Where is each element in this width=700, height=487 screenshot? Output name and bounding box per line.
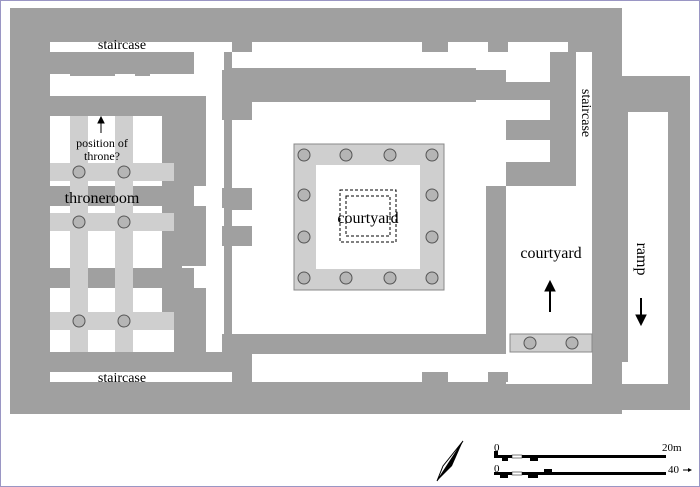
label-position-of: position of bbox=[76, 136, 128, 150]
wall-details bbox=[50, 42, 622, 384]
north-arrow-icon bbox=[436, 440, 464, 482]
courtyard-columns bbox=[297, 148, 439, 285]
throneroom-columns bbox=[72, 165, 131, 328]
label-staircase-top: staircase bbox=[98, 38, 146, 53]
column bbox=[117, 165, 131, 179]
scale-bar-20m: 0 20m bbox=[494, 442, 682, 461]
label-courtyard-center: courtyard bbox=[337, 210, 398, 227]
right-portico bbox=[509, 333, 593, 353]
column bbox=[117, 215, 131, 229]
label-throneroom: throneroom bbox=[65, 190, 140, 207]
altar-inner bbox=[345, 195, 391, 237]
label-staircase-right: staircase bbox=[578, 89, 593, 137]
scale-twenty: 20m bbox=[662, 442, 682, 454]
altar-outer bbox=[339, 189, 397, 243]
label-throne: throne? bbox=[84, 149, 120, 163]
scale-zero-bottom: 0 bbox=[494, 463, 500, 475]
column bbox=[72, 165, 86, 179]
column bbox=[72, 314, 86, 328]
scale-bar-40: 0 40 bbox=[494, 463, 692, 478]
central-courtyard bbox=[293, 143, 445, 291]
column bbox=[72, 215, 86, 229]
column bbox=[117, 314, 131, 328]
label-ramp: ramp bbox=[633, 243, 650, 276]
label-staircase-bottom: staircase bbox=[98, 371, 146, 386]
scale-forty: 40 bbox=[668, 464, 680, 476]
label-courtyard-right: courtyard bbox=[520, 245, 581, 262]
direction-arrow-icon bbox=[97, 115, 647, 327]
scale-zero-top: 0 bbox=[494, 442, 500, 454]
